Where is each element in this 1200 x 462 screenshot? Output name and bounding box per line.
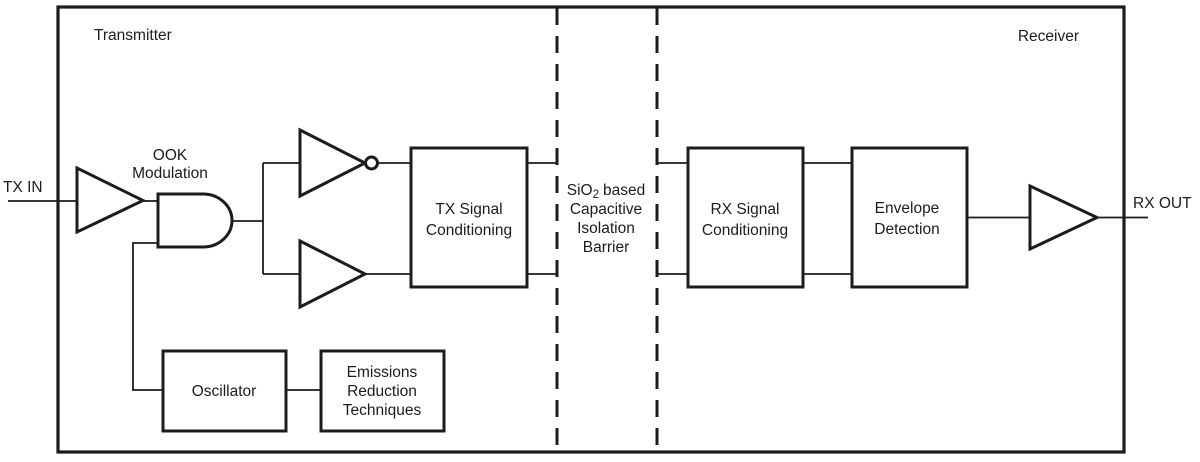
envelope-detection-label-line2: Detection xyxy=(874,221,939,238)
emissions-label-line1: Emissions xyxy=(347,364,418,381)
barrier-label-sio: SiO xyxy=(567,182,593,199)
oscillator-block xyxy=(161,349,288,433)
tx-signal-conditioning-label-line2: Conditioning xyxy=(426,222,512,239)
envelope-detection-block xyxy=(850,146,969,289)
inverter-icon xyxy=(298,127,369,199)
inverter-bubble-icon xyxy=(364,155,379,171)
emissions-label-line2: Reduction xyxy=(347,383,417,400)
envelope-detection-label-line1: Envelope xyxy=(875,200,940,217)
tx-signal-conditioning-label-line1: TX Signal xyxy=(435,201,502,218)
barrier-label-based: based xyxy=(603,182,645,199)
tx-signal-conditioning-block xyxy=(409,146,529,289)
rx-signal-conditioning-label-line2: Conditioning xyxy=(702,222,788,239)
rx-signal-conditioning-label-line1: RX Signal xyxy=(711,201,780,218)
rx-out-label: RX OUT xyxy=(1133,195,1192,212)
emissions-reduction-block xyxy=(319,349,446,433)
emissions-label-line3: Techniques xyxy=(343,402,422,419)
receiver-label: Receiver xyxy=(1018,28,1079,45)
chip-boundary xyxy=(56,5,1126,454)
barrier-label-line3: Isolation xyxy=(577,220,635,237)
ook-label-line2: Modulation xyxy=(132,165,208,182)
tx-in-label: TX IN xyxy=(3,179,43,196)
driver-buffer-icon xyxy=(298,238,369,310)
and-gate-icon xyxy=(156,192,234,249)
barrier-label-subscript: 2 xyxy=(593,189,599,201)
barrier-label-line2: Capacitive xyxy=(570,201,642,218)
barrier-label-line1: SiO2 based xyxy=(567,182,645,201)
oscillator-to-and-wire xyxy=(132,242,163,391)
barrier-label-line4: Barrier xyxy=(583,239,630,256)
ook-label-line1: OOK xyxy=(153,147,188,164)
input-buffer-icon xyxy=(75,165,147,235)
transmitter-label: Transmitter xyxy=(94,27,172,44)
oscillator-label: Oscillator xyxy=(192,383,257,400)
output-buffer-icon xyxy=(1028,183,1101,252)
rx-signal-conditioning-block xyxy=(686,146,805,289)
